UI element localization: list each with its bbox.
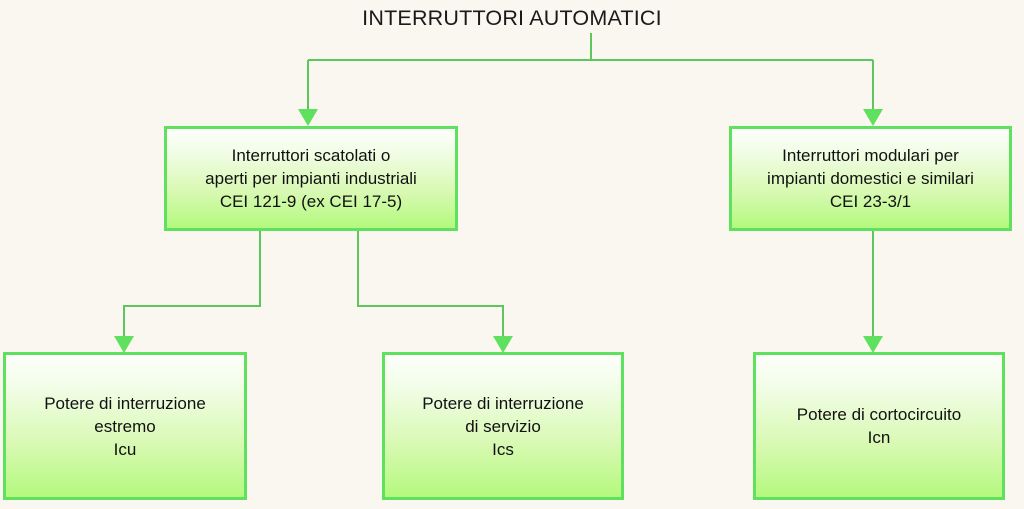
node-potere-interruzione-servizio-ics[interactable]: Potere di interruzione di servizio Ics bbox=[382, 352, 624, 500]
page-title: INTERRUTTORI AUTOMATICI bbox=[362, 6, 662, 30]
node-interruttori-modulari[interactable]: Interruttori modulari per impianti domes… bbox=[729, 126, 1012, 231]
arrowhead-title-to-modulari bbox=[863, 109, 883, 126]
arrowhead-scatolati-to-ics bbox=[493, 336, 513, 353]
node-label: Potere di cortocircuito Icn bbox=[796, 405, 962, 447]
node-label: Interruttori scatolati o aperti per impi… bbox=[205, 146, 417, 211]
node-label: Potere di interruzione di servizio Ics bbox=[422, 393, 584, 459]
node-interruttori-scatolati[interactable]: Interruttori scatolati o aperti per impi… bbox=[164, 126, 458, 231]
arrowhead-scatolati-to-icu bbox=[114, 336, 134, 353]
edge-scatolati-to-icu bbox=[123, 231, 261, 338]
arrowhead-title-to-scatolati bbox=[298, 109, 318, 126]
arrowhead-modulari-to-icn bbox=[863, 336, 883, 353]
node-potere-cortocircuito-icn[interactable]: Potere di cortocircuito Icn bbox=[753, 352, 1005, 500]
node-label: Interruttori modulari per impianti domes… bbox=[767, 146, 974, 211]
node-potere-interruzione-estremo-icu[interactable]: Potere di interruzione estremo Icu bbox=[3, 352, 247, 500]
node-label: Potere di interruzione estremo Icu bbox=[44, 393, 206, 459]
edge-scatolati-to-ics bbox=[357, 231, 504, 338]
